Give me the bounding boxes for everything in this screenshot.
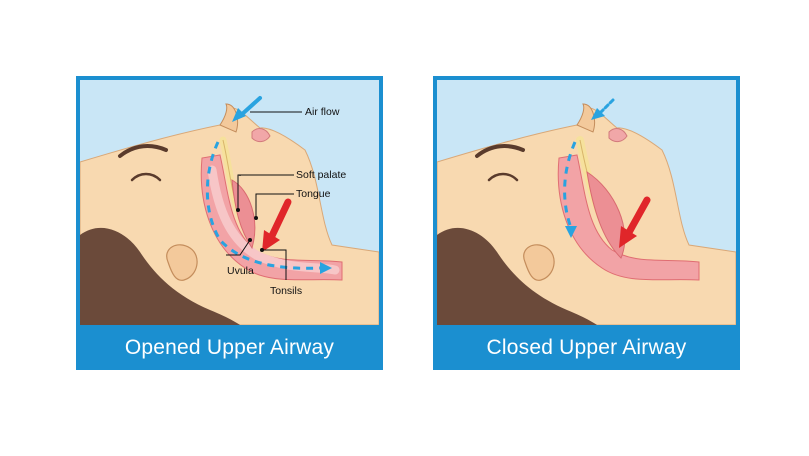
soft-palate-label: Soft palate bbox=[296, 169, 346, 181]
closed-airway-panel: Closed Upper Airway bbox=[433, 76, 740, 370]
tonsils-label: Tonsils bbox=[270, 285, 302, 297]
tonsils-dot bbox=[260, 248, 264, 252]
uvula-label: Uvula bbox=[227, 265, 254, 277]
closed-airway-caption: Closed Upper Airway bbox=[433, 325, 740, 370]
opened-airway-caption: Opened Upper Airway bbox=[76, 325, 383, 370]
closed-airway-illustration bbox=[437, 80, 736, 325]
tongue-label: Tongue bbox=[296, 188, 331, 200]
uvula-dot bbox=[248, 238, 252, 242]
tongue-dot bbox=[254, 216, 258, 220]
opened-airway-illustration: Air flow Soft palate Tongue Uvula Tonsil… bbox=[80, 80, 379, 325]
air-flow-label: Air flow bbox=[305, 106, 340, 118]
opened-airway-panel: Air flow Soft palate Tongue Uvula Tonsil… bbox=[76, 76, 383, 370]
soft-palate-dot bbox=[236, 208, 240, 212]
